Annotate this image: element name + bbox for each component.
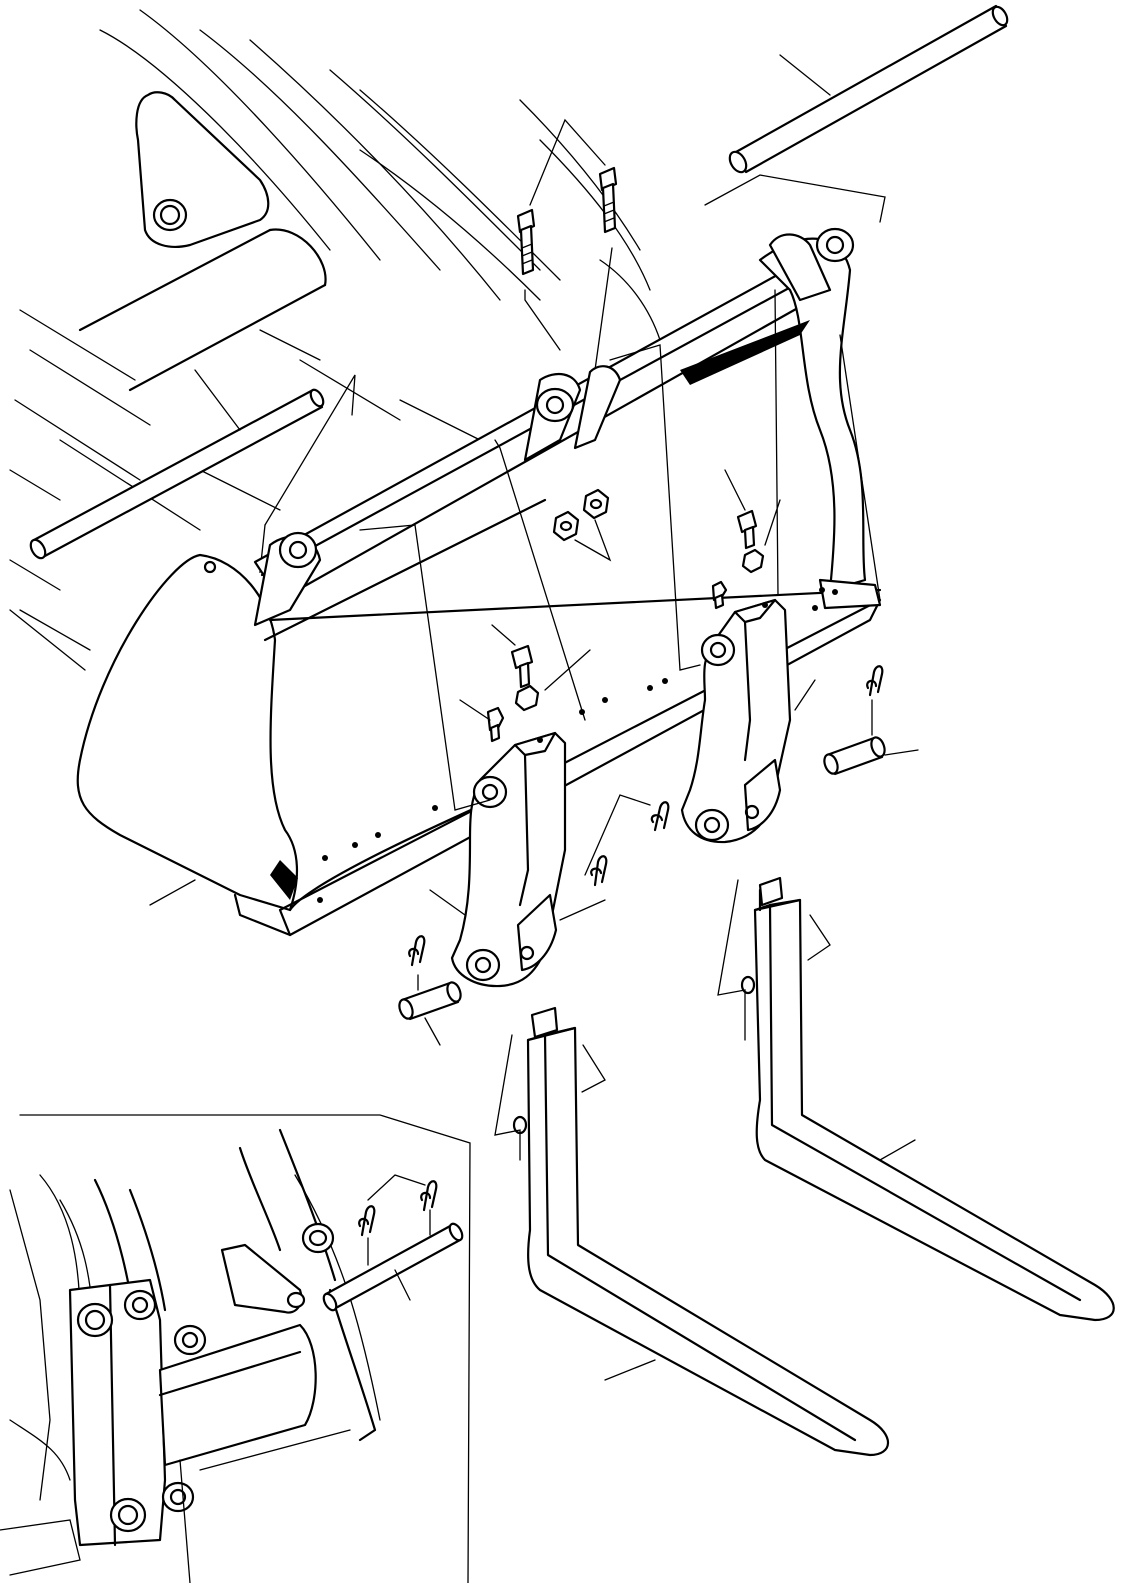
leader-line [807, 914, 831, 961]
leader-line [544, 649, 591, 691]
leader-line [779, 54, 831, 96]
bolt [516, 208, 536, 276]
bolt [736, 509, 758, 550]
bucket [76, 227, 882, 937]
leader-line [574, 519, 612, 562]
bolt [510, 644, 534, 689]
fork-carrier-left [450, 731, 567, 988]
leader-line [424, 1017, 441, 1046]
leader-line [529, 118, 606, 206]
fork-tine-left [512, 1006, 889, 1457]
leader-line [879, 1139, 916, 1161]
short-pin [823, 736, 886, 776]
leader-line [584, 794, 651, 876]
leader-line [459, 699, 491, 721]
leader-line [774, 289, 779, 596]
nut [552, 510, 580, 542]
detail-inset [0, 1114, 471, 1583]
leader-line [494, 439, 586, 721]
loader-arm-background [9, 9, 661, 651]
leader-line [594, 247, 613, 371]
short-pin [398, 981, 462, 1021]
nut [582, 488, 610, 520]
nut [741, 548, 765, 574]
linch-pin [866, 665, 884, 697]
linch-pin [650, 801, 670, 832]
leader-line [9, 609, 86, 671]
grease-nipple [486, 706, 505, 743]
leader-line [491, 624, 516, 646]
leader-line [149, 879, 196, 906]
long-pin-left [29, 388, 325, 560]
leader-line [609, 344, 701, 671]
leader-line [604, 1359, 656, 1381]
leader-line [494, 1034, 521, 1161]
fork-carrier-right [680, 598, 792, 844]
bolt [598, 166, 618, 234]
leader-line [194, 369, 241, 431]
linch-pin [408, 935, 426, 967]
leader-line [264, 374, 356, 526]
leader-line [704, 174, 886, 223]
leader-line [359, 524, 491, 811]
leader-line [794, 679, 816, 711]
leader-line [717, 879, 746, 1041]
grease-nipple [711, 580, 728, 610]
leader-line [524, 289, 561, 351]
leader-line [429, 889, 466, 916]
linch-pin [590, 855, 608, 887]
long-pin-top [728, 4, 1009, 174]
leader-line [884, 749, 919, 756]
leader-line [581, 1044, 606, 1093]
leader-line [724, 469, 746, 511]
nut [514, 684, 540, 712]
leader-line [839, 334, 881, 601]
leader-line [559, 899, 606, 921]
fork-tine-right [740, 876, 1115, 1322]
